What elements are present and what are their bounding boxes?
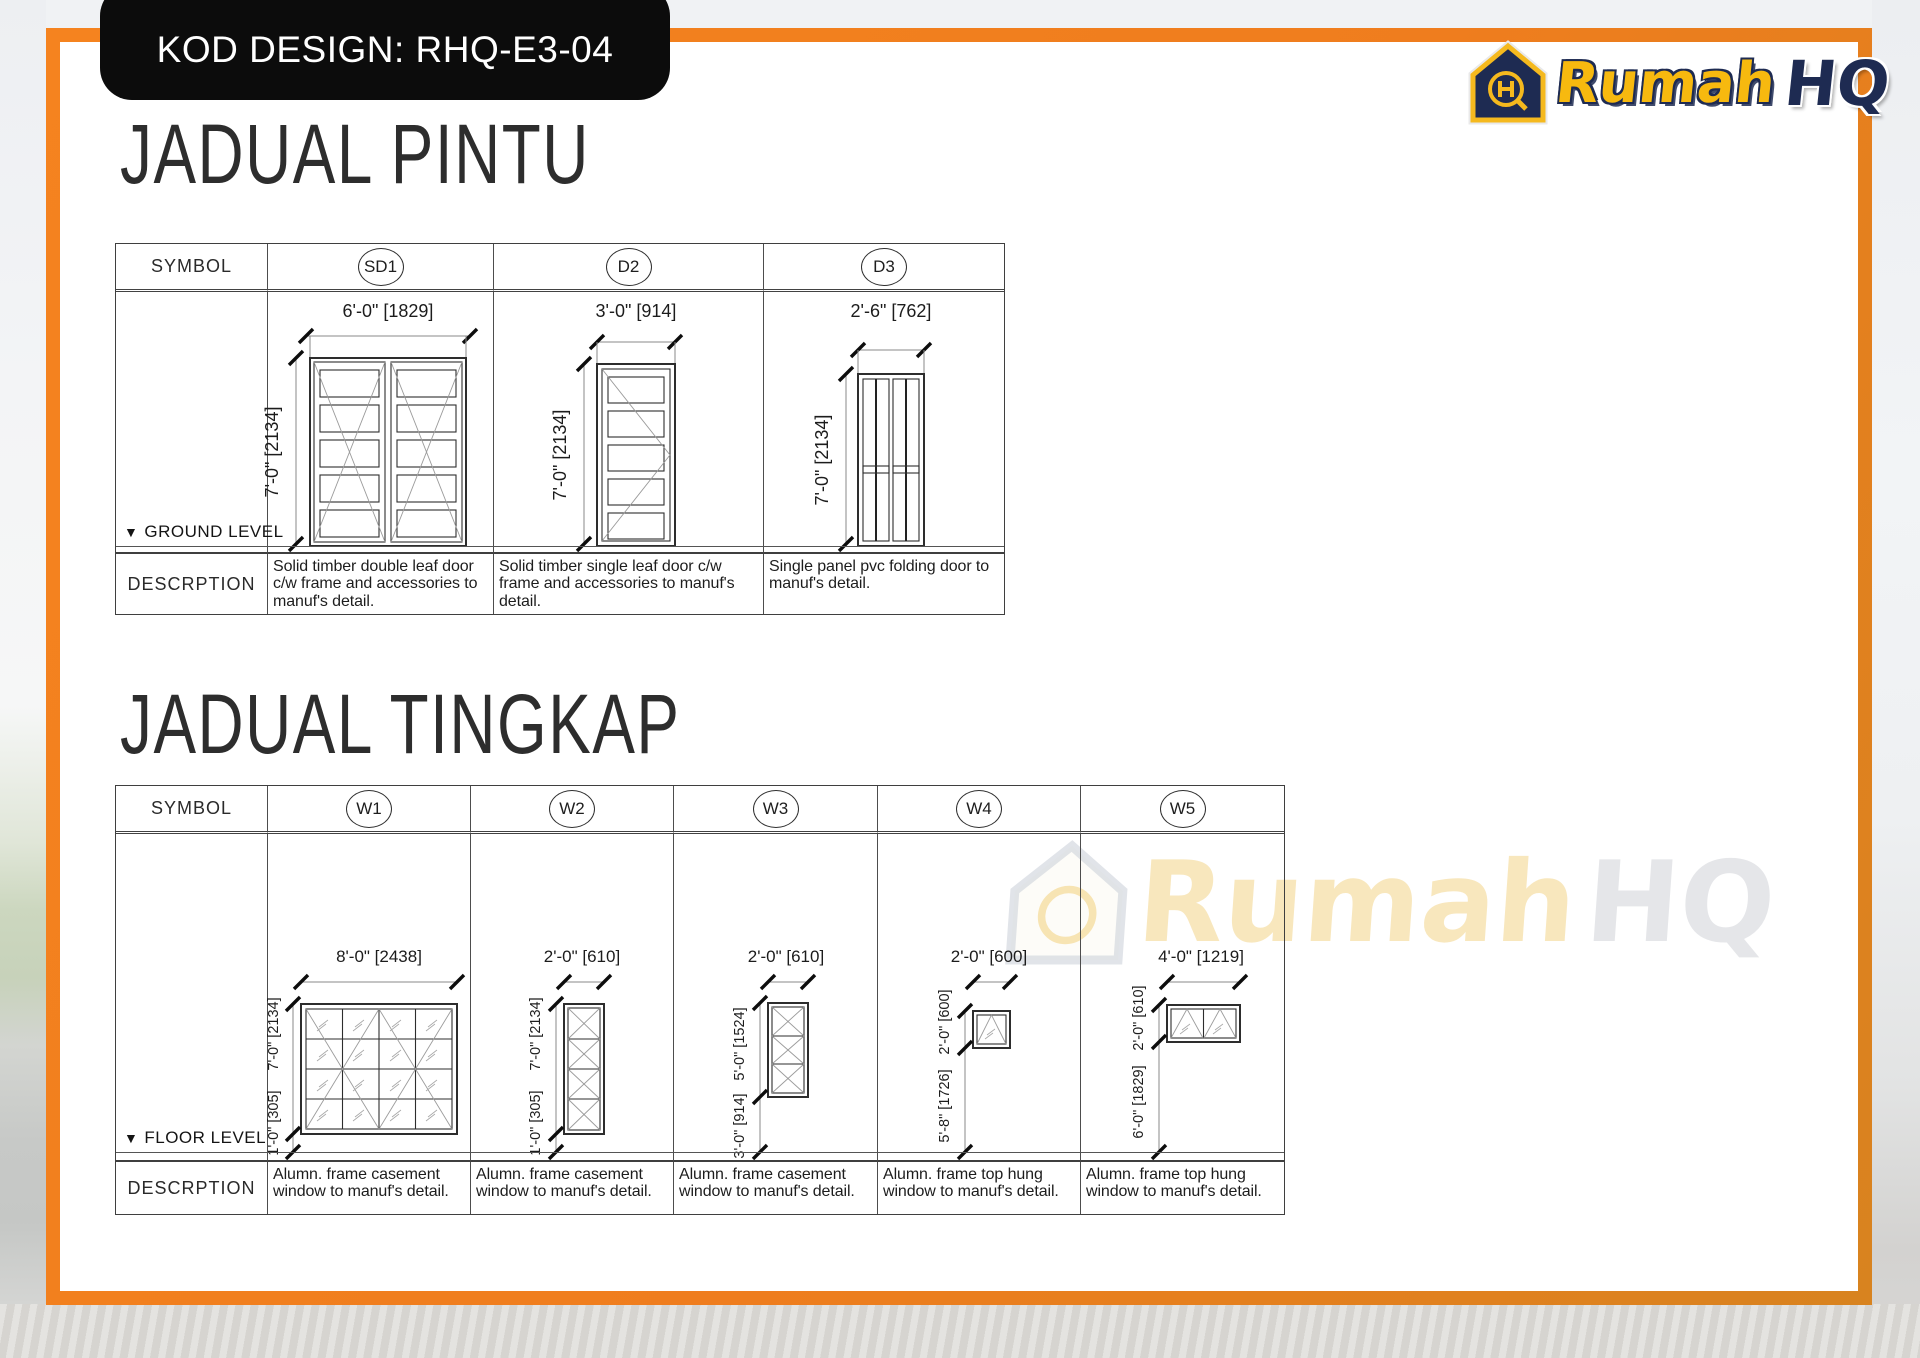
w3-sill-dim: 3'-0" [914] (732, 1093, 748, 1158)
ground-level-line (116, 545, 1004, 547)
window-description-text: Alumn. frame casement window to manuf's … (476, 1166, 652, 1201)
w2-sill-dim: 1'-0" [305] (528, 1090, 544, 1155)
d3-width-dim: 2'-6" [762] (851, 301, 932, 321)
d3-height-dim: 7'-0" [2134] (812, 415, 832, 506)
rumahhq-logo: Rumah HQ (1468, 40, 1894, 126)
window-description-w2: Alumn. frame casement window to manuf's … (471, 1162, 674, 1214)
level-label-text: FLOOR LEVEL (144, 1128, 267, 1147)
window-symbol-badge-w4: W4 (956, 789, 1002, 828)
window-description-header-cell: DESCRPTION (116, 1162, 268, 1214)
ground-level-cell: ▼ GROUND LEVEL (116, 292, 283, 554)
w3-height-dim: 5'-0" [1524] (732, 1007, 748, 1080)
door-schedule-title: JADUAL PINTU (120, 107, 590, 201)
w1-width-dim: 8'-0" [2438] (336, 947, 422, 966)
window-symbol-cell-w4: W4 (878, 786, 1081, 834)
window-drawing-w2: 2'-0" [610] 7'-0" [2134] 1'-0" [305] (471, 834, 674, 1162)
door-symbol-badge-d3: D3 (861, 247, 907, 286)
w3-width-dim: 2'-0" [610] (747, 947, 823, 966)
w2-height-dim: 7'-0" [2134] (528, 997, 544, 1070)
window-symbol-cell-w2: W2 (471, 786, 674, 834)
window-description-text: Alumn. frame casement window to manuf's … (273, 1166, 449, 1201)
door-symbol-cell-d2: D2 (494, 244, 764, 292)
symbol-header-label: SYMBOL (150, 798, 233, 818)
window-drawing-w4: 2'-0" [600] 2'-0" [600] 5'-8" [1726] (878, 834, 1081, 1162)
w5-sill-dim: 6'-0" [1829] (1131, 1065, 1147, 1138)
window-description-text: Alumn. frame top hung window to manuf's … (883, 1166, 1059, 1201)
window-symbol-cell-w3: W3 (674, 786, 878, 834)
window-schedule-title: JADUAL TINGKAP (120, 677, 681, 771)
window-schedule-table: SYMBOL W1 W2 W3 W4 W5 ▼ FLOOR LEVEL 8'-0… (115, 785, 1285, 1215)
floor-level-label: ▼ FLOOR LEVEL (124, 1128, 266, 1148)
door-symbol-badge-sd1: SD1 (357, 247, 404, 286)
watermark-brand-secondary: HQ (1581, 838, 1780, 968)
door-symbol-header-cell: SYMBOL (116, 244, 268, 292)
window-symbol-badge-w2: W2 (549, 789, 595, 828)
door-schedule-table: SYMBOL SD1 D2 D3 ▼ GROUND LEVEL 6'-0" [1… (115, 243, 1005, 615)
floor-level-line (116, 1151, 1284, 1153)
window-symbol-cell-w1: W1 (268, 786, 471, 834)
w4-sill-dim: 5'-8" [1726] (937, 1069, 953, 1142)
door-description-d2: Solid timber single leaf door c/w frame … (494, 554, 764, 614)
logo-brand-primary: Rumah (1552, 50, 1779, 116)
design-code-label: KOD DESIGN: RHQ-E3-04 (156, 29, 614, 70)
background-photo-left (0, 0, 46, 1358)
w4-height-dim: 2'-0" [600] (937, 989, 953, 1054)
background-photo-bottom (0, 1304, 1920, 1358)
d2-width-dim: 3'-0" [914] (595, 301, 676, 321)
w5-width-dim: 4'-0" [1219] (1158, 947, 1244, 966)
house-watermark-icon (1005, 840, 1128, 965)
symbol-header-label: SYMBOL (150, 256, 233, 276)
design-code-banner: KOD DESIGN: RHQ-E3-04 (100, 0, 670, 100)
window-drawing-w5: 4'-0" [1219] 2'-0" [610] 6'-0" [1829] (1081, 834, 1284, 1162)
floor-level-cell: ▼ FLOOR LEVEL (116, 834, 268, 1162)
level-marker-icon: ▼ (124, 1130, 139, 1146)
window-symbol-header-cell: SYMBOL (116, 786, 268, 834)
window-symbol-badge-w3: W3 (752, 789, 799, 828)
door-drawing-d2: 3'-0" [914] 7'-0" [2134] (494, 292, 764, 554)
description-header-label: DESCRPTION (127, 573, 256, 594)
w5-height-dim: 2'-0" [610] (1131, 985, 1147, 1050)
door-description-header-cell: DESCRPTION (116, 554, 268, 614)
window-drawing-w1: 8'-0" [2438] 7'-0" [2134] 1'-0" [305] (266, 834, 471, 1162)
door-drawing-d3: 2'-6" [762] 7'-0" [2134] (764, 292, 1004, 554)
door-description-text: Solid timber double leaf door c/w frame … (273, 558, 478, 610)
d2-height-dim: 7'-0" [2134] (550, 410, 570, 501)
door-drawing-sd1: 6'-0" [1829] 7'-0" [2134] (262, 292, 494, 554)
ground-level-label: ▼ GROUND LEVEL (124, 522, 284, 542)
window-symbol-badge-w5: W5 (1159, 789, 1206, 828)
door-description-text: Single panel pvc folding door to manuf's… (769, 558, 990, 593)
window-description-w5: Alumn. frame top hung window to manuf's … (1081, 1162, 1284, 1214)
w1-sill-dim: 1'-0" [305] (266, 1090, 282, 1155)
window-description-w3: Alumn. frame casement window to manuf's … (674, 1162, 878, 1214)
level-label-text: GROUND LEVEL (144, 522, 284, 541)
door-symbol-cell-d3: D3 (764, 244, 1004, 292)
logo-brand-secondary: HQ (1781, 46, 1894, 120)
sd1-height-dim: 7'-0" [2134] (262, 407, 282, 498)
window-symbol-badge-w1: W1 (346, 789, 392, 828)
window-drawing-w3: 2'-0" [610] 5'-0" [1524] 3'-0" [914] (674, 834, 878, 1162)
door-symbol-cell-sd1: SD1 (268, 244, 494, 292)
window-description-w4: Alumn. frame top hung window to manuf's … (878, 1162, 1081, 1214)
rumahhq-watermark: Rumah HQ (1003, 838, 1779, 968)
door-description-text: Solid timber single leaf door c/w frame … (499, 558, 735, 610)
w1-height-dim: 7'-0" [2134] (266, 997, 282, 1070)
door-description-sd1: Solid timber double leaf door c/w frame … (268, 554, 494, 614)
house-logo-icon (1468, 40, 1548, 125)
w2-width-dim: 2'-0" [610] (544, 947, 620, 966)
door-description-d3: Single panel pvc folding door to manuf's… (764, 554, 1004, 614)
window-description-w1: Alumn. frame casement window to manuf's … (268, 1162, 471, 1214)
window-symbol-cell-w5: W5 (1081, 786, 1284, 834)
background-photo-right (1872, 0, 1920, 1358)
level-marker-icon: ▼ (124, 524, 139, 540)
door-symbol-badge-d2: D2 (605, 247, 652, 286)
sd1-width-dim: 6'-0" [1829] (342, 301, 433, 321)
window-description-text: Alumn. frame top hung window to manuf's … (1086, 1166, 1262, 1201)
description-header-label: DESCRPTION (127, 1177, 256, 1198)
window-description-text: Alumn. frame casement window to manuf's … (679, 1166, 855, 1201)
w4-width-dim: 2'-0" [600] (951, 947, 1027, 966)
